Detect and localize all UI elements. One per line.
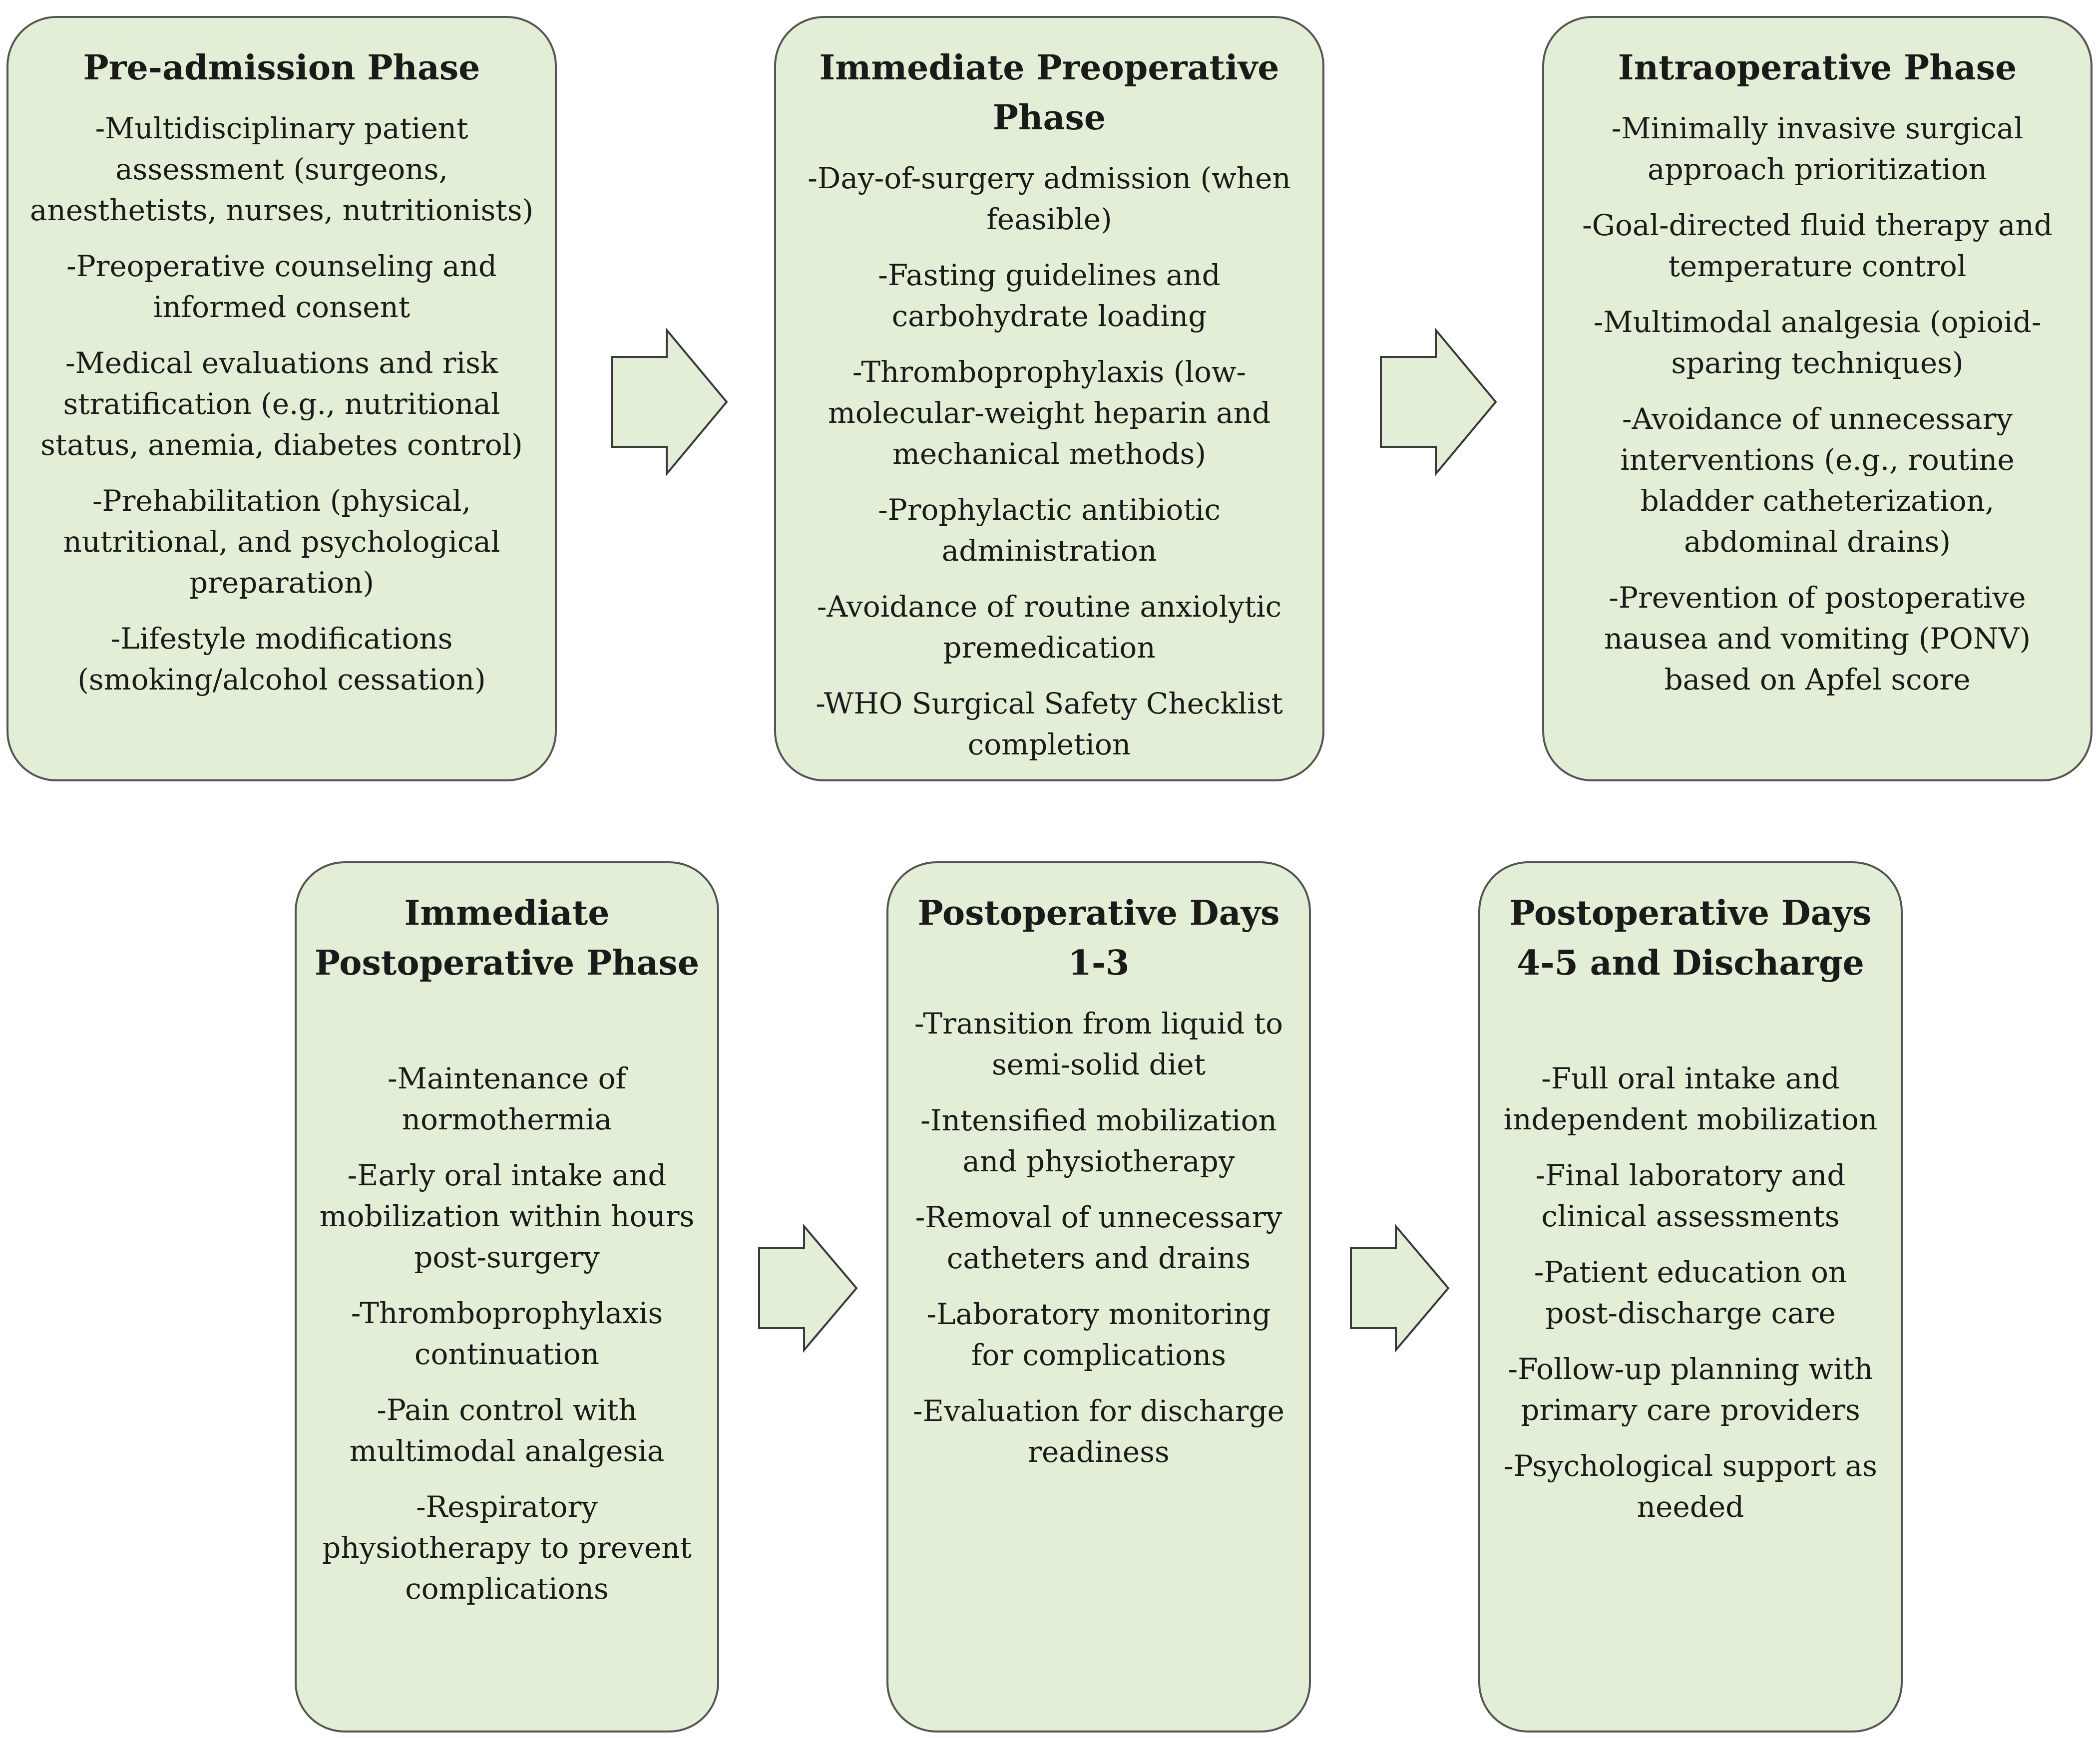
phase-item: -Lifestyle modifications (smoking/alcoho…	[77, 622, 486, 696]
phase-item: -Avoidance of routine anxiolytic premedi…	[817, 590, 1282, 665]
phase-box-postoperative-days-1-3: Postoperative Days 1-3 -Transition from …	[886, 861, 1311, 1733]
phase-item-list: -Minimally invasive surgical approach pr…	[1559, 93, 2076, 700]
phase-item: -Preoperative counseling and informed co…	[66, 249, 497, 324]
phase-item: -Follow-up planning with primary care pr…	[1508, 1352, 1873, 1427]
phase-item: -Early oral intake and mobilization with…	[319, 1158, 695, 1274]
phase-title: Postoperative Days 1-3	[917, 893, 1280, 983]
phase-item: -Transition from liquid to semi-solid di…	[914, 1007, 1283, 1081]
phase-item: -Intensified mobilization and physiother…	[920, 1103, 1277, 1178]
phase-item: -Avoidance of unnecessary interventions …	[1620, 402, 2015, 559]
phase-item: -Goal-directed fluid therapy and tempera…	[1582, 208, 2053, 283]
phase-item: -Laboratory monitoring for complications	[926, 1297, 1271, 1372]
phase-item-list: -Maintenance of normothermia -Early oral…	[312, 1043, 702, 1609]
phase-box-immediate-preoperative: Immediate Preoperative Phase -Day-of-sur…	[774, 16, 1324, 781]
phase-box-pre-admission: Pre-admission Phase -Multidisciplinary p…	[6, 16, 557, 781]
phase-item: -Respiratory physiotherapy to prevent co…	[322, 1490, 692, 1606]
phase-box-postoperative-days-4-5-discharge: Postoperative Days 4-5 and Discharge -Fu…	[1478, 861, 1903, 1733]
phase-box-intraoperative: Intraoperative Phase -Minimally invasive…	[1542, 16, 2093, 781]
flow-arrow-right-icon	[758, 1223, 858, 1353]
phase-item: -Prevention of postoperative nausea and …	[1604, 581, 2031, 696]
phase-item: -Full oral intake and independent mobili…	[1503, 1061, 1878, 1136]
phase-item: -Psychological support as needed	[1504, 1449, 1877, 1524]
phase-title: Immediate Postoperative Phase	[314, 893, 700, 983]
phase-item: -Day-of-surgery admission (when feasible…	[808, 161, 1291, 236]
phase-item: -Evaluation for discharge readiness	[913, 1394, 1284, 1469]
phase-item: -Pain control with multimodal analgesia	[349, 1393, 665, 1468]
flow-arrow-right-icon	[1380, 327, 1497, 477]
phase-box-immediate-postoperative: Immediate Postoperative Phase -Maintenan…	[295, 861, 719, 1733]
phase-item-list: -Multidisciplinary patient assessment (s…	[23, 93, 540, 700]
phase-title: Postoperative Days 4-5 and Discharge	[1509, 893, 1872, 983]
phase-item: -Final laboratory and clinical assessmen…	[1535, 1158, 1846, 1233]
phase-item: -WHO Surgical Safety Checklist completio…	[816, 687, 1283, 761]
phase-item: -Prehabilitation (physical, nutritional,…	[63, 484, 500, 600]
phase-item: -Fasting guidelines and carbohydrate loa…	[878, 258, 1221, 333]
phase-item: -Patient education on post-discharge car…	[1534, 1255, 1847, 1330]
phase-item-list: -Day-of-surgery admission (when feasible…	[791, 143, 1307, 765]
phase-item: -Medical evaluations and risk stratifica…	[40, 346, 523, 462]
phase-item: -Maintenance of normothermia	[387, 1061, 627, 1136]
phase-title: Intraoperative Phase	[1618, 48, 2017, 88]
phase-item: -Thromboprophylaxis (low-molecular-weigh…	[828, 355, 1271, 471]
phase-item-list: -Full oral intake and independent mobili…	[1495, 1043, 1886, 1527]
phase-title: Pre-admission Phase	[83, 48, 480, 88]
phase-item: -Multidisciplinary patient assessment (s…	[29, 111, 534, 227]
flow-arrow-right-icon	[1350, 1223, 1450, 1353]
flow-arrow-right-icon	[611, 327, 728, 477]
phase-item: -Prophylactic antibiotic administration	[878, 493, 1221, 568]
phase-item: -Minimally invasive surgical approach pr…	[1611, 111, 2024, 186]
phase-item: -Thromboprophylaxis continuation	[351, 1296, 663, 1371]
phase-title: Immediate Preoperative Phase	[819, 48, 1279, 138]
phase-item-list: -Transition from liquid to semi-solid di…	[903, 988, 1294, 1472]
phase-item: -Removal of unnecessary catheters and dr…	[915, 1200, 1282, 1275]
phase-item: -Multimodal analgesia (opioid-sparing te…	[1593, 305, 2042, 380]
